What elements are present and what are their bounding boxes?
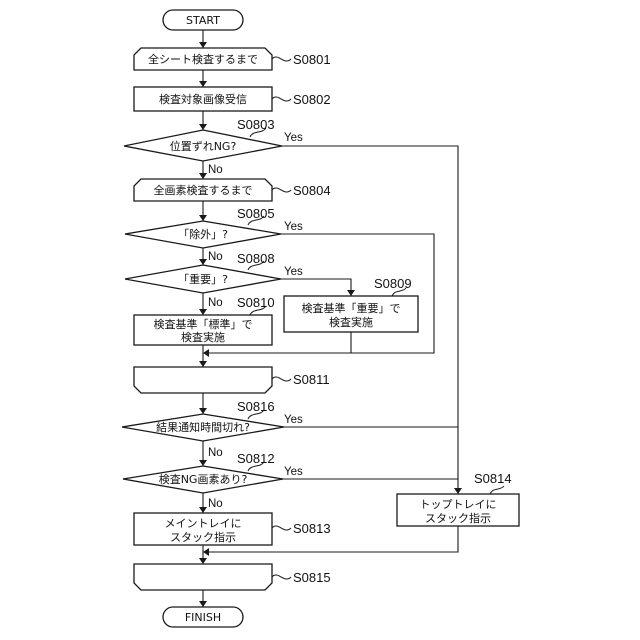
process-main-tray-stack: メイントレイに スタック指示 S0813 — [134, 513, 331, 545]
leader-line — [272, 188, 291, 192]
loop-end-all-sheets: S0815 — [134, 564, 331, 590]
decision-misalignment: 位置ずれNG? S0803 Yes No — [124, 117, 303, 176]
main-tray-line2: スタック指示 — [170, 530, 236, 544]
decision-exclude: 「除外」? S0805 Yes No — [125, 206, 303, 263]
no-label: No — [208, 447, 223, 459]
step-label: S0812 — [237, 451, 275, 466]
leader-line — [490, 486, 504, 494]
step-label: S0814 — [474, 471, 512, 486]
arrowhead — [199, 601, 207, 607]
step-label: S0801 — [293, 52, 331, 67]
yes-label: Yes — [284, 466, 303, 478]
step-label: S0809 — [374, 276, 412, 291]
no-label: No — [208, 164, 223, 176]
step-label: S0811 — [293, 372, 330, 387]
step-label: S0805 — [237, 206, 275, 221]
arrowhead — [199, 309, 207, 315]
process-receive-image: 検査対象画像受信 S0802 — [134, 87, 331, 111]
arrowhead — [199, 558, 207, 564]
connector-important-yes — [281, 279, 351, 296]
step-label: S0803 — [237, 117, 275, 132]
decision-notification-timeout: 結果通知時間切れ? S0816 Yes No — [122, 399, 303, 459]
top-tray-line2: スタック指示 — [425, 511, 491, 525]
arrowhead — [199, 507, 207, 513]
arrowhead — [199, 408, 207, 414]
step-label: S0816 — [237, 399, 275, 414]
arrowhead — [203, 548, 209, 556]
exclude-text: 「除外」? — [178, 227, 228, 241]
top-tray-line1: トップトレイに — [420, 498, 497, 511]
arrowhead — [199, 361, 207, 367]
process-standard-inspection: 検査基準「標準」で 検査実施 S0810 — [134, 295, 275, 345]
step-label: S0815 — [293, 570, 331, 585]
yes-label: Yes — [284, 266, 303, 278]
no-label: No — [208, 251, 223, 263]
receive-text: 検査対象画像受信 — [159, 92, 247, 106]
loop-start-all-sheets: 全シート検査するまで S0801 — [134, 48, 331, 70]
arrowhead — [199, 460, 207, 466]
leader-line — [272, 575, 291, 579]
loop-end-all-pixels: S0811 — [134, 367, 330, 393]
std-inspect-line2: 検査実施 — [181, 330, 225, 344]
finish-terminal: FINISH — [163, 607, 243, 627]
start-text: START — [186, 14, 220, 27]
no-label: No — [208, 498, 223, 510]
imp-inspect-line1: 検査基準「重要」で — [302, 301, 401, 315]
arrowhead — [454, 488, 462, 494]
arrowhead — [203, 349, 209, 357]
arrowhead — [199, 124, 207, 130]
leader-line — [272, 57, 291, 61]
step-label: S0810 — [237, 295, 275, 310]
yes-label: Yes — [284, 414, 303, 426]
leader-line — [272, 526, 291, 530]
yes-label: Yes — [284, 132, 303, 144]
no-label: No — [208, 297, 223, 309]
step-label: S0813 — [293, 521, 331, 536]
decision-ng-pixel: 検査NG画素あり? S0812 Yes No — [123, 451, 303, 510]
leader-line — [272, 377, 291, 381]
step-label: S0808 — [237, 251, 275, 266]
arrowhead — [199, 215, 207, 221]
step-label: S0802 — [293, 92, 331, 107]
finish-text: FINISH — [185, 611, 221, 624]
arrowhead — [199, 81, 207, 87]
important-text: 「重要」? — [178, 272, 228, 286]
arrowhead — [199, 173, 207, 179]
loop-start-all-pixels: 全画素検査するまで S0804 — [134, 179, 331, 201]
std-inspect-line1: 検査基準「標準」で — [154, 317, 253, 331]
misalign-text: 位置ずれNG? — [170, 139, 237, 153]
loop1-start-text: 全シート検査するまで — [148, 52, 258, 66]
step-label: S0804 — [293, 183, 331, 198]
imp-inspect-line2: 検査実施 — [329, 315, 373, 329]
timeout-text: 結果通知時間切れ? — [156, 420, 250, 434]
leader-line — [272, 97, 291, 101]
main-tray-line1: メイントレイに — [165, 517, 242, 530]
ng-text: 検査NG画素あり? — [159, 472, 248, 486]
yes-label: Yes — [284, 221, 303, 233]
loop2-start-text: 全画素検査するまで — [154, 183, 253, 197]
arrowhead — [199, 42, 207, 48]
arrowhead — [347, 290, 355, 296]
start-terminal: START — [163, 10, 243, 30]
arrowhead — [199, 259, 207, 265]
